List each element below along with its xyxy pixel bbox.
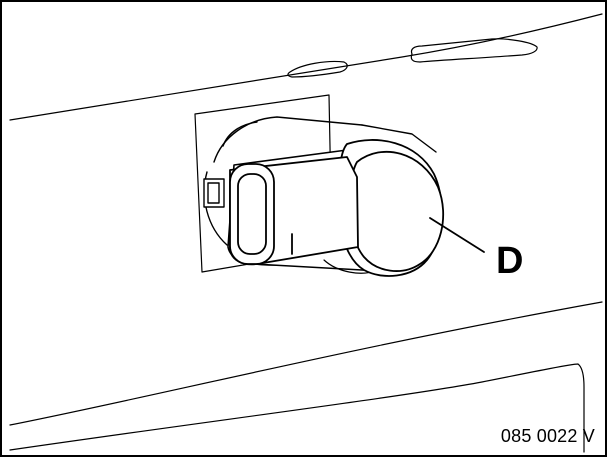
bumper-tabs <box>287 38 538 78</box>
callout-leader-line <box>429 217 485 253</box>
side-clip <box>203 178 225 208</box>
figure-code: 085 0022 V <box>500 426 595 446</box>
body-panel-lines <box>9 13 603 453</box>
sensor-cap <box>337 139 445 277</box>
callout-label-d: D <box>496 240 524 282</box>
connector-plug <box>229 156 359 266</box>
